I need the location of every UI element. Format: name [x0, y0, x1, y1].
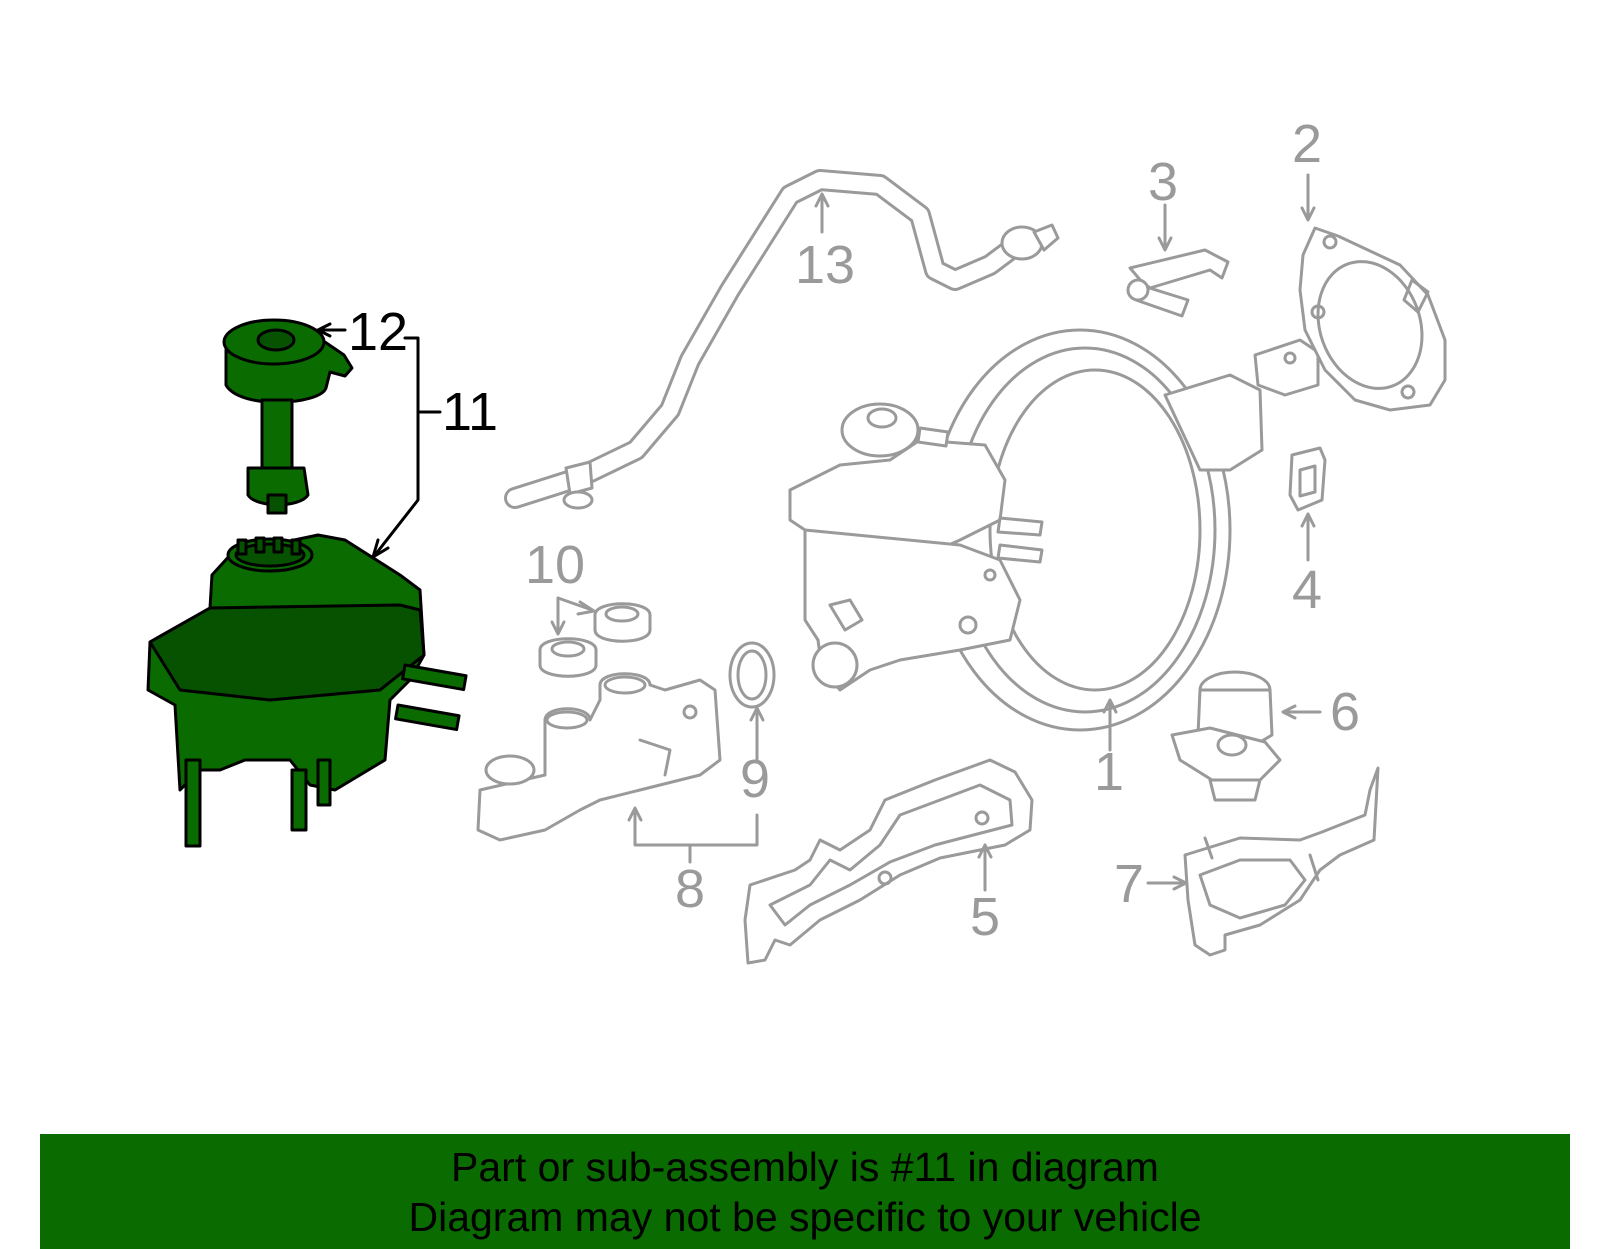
- o-ring-part-9[interactable]: [728, 641, 776, 709]
- brake-booster-part-1[interactable]: [928, 328, 1320, 732]
- callout-11: 11: [442, 382, 498, 442]
- vacuum-pump-part-6[interactable]: [1170, 670, 1282, 802]
- caption-banner: Part or sub-assembly is #11 in diagram D…: [40, 1134, 1570, 1249]
- callout-10: 10: [525, 535, 585, 595]
- callout-4: 4: [1292, 560, 1322, 620]
- callout-13: 13: [795, 235, 855, 295]
- brake-fluid-reservoir-part-11[interactable]: [146, 533, 468, 848]
- reservoir-cap-part-12[interactable]: [222, 318, 354, 515]
- caption-line-disclaimer: Diagram may not be specific to your vehi…: [408, 1193, 1202, 1240]
- gasket-part-2[interactable]: [1298, 226, 1447, 412]
- callout-12: 12: [348, 302, 408, 362]
- callout-9: 9: [740, 749, 770, 809]
- callout-8: 8: [675, 859, 705, 919]
- callout-6: 6: [1330, 682, 1360, 742]
- clip-part-3[interactable]: [1126, 248, 1230, 318]
- caption-line-part-number: Part or sub-assembly is #11 in diagram: [451, 1143, 1159, 1190]
- parts-diagram: 13 3 2 4 6 1 7 5 9 8 10 12 11: [146, 114, 1447, 965]
- vacuum-hose-part-13[interactable]: [504, 169, 1060, 510]
- callout-7: 7: [1114, 854, 1144, 914]
- callout-3: 3: [1148, 152, 1178, 212]
- bracket-part-7[interactable]: [1183, 766, 1380, 957]
- master-cylinder-assembly-on-booster: [788, 402, 1044, 692]
- master-cylinder-part-8[interactable]: [476, 672, 722, 842]
- callout-labels: 13 3 2 4 6 1 7 5 9 8 10 12 11: [348, 114, 1360, 947]
- callout-1: 1: [1094, 742, 1124, 802]
- heat-shield-part-5[interactable]: [743, 758, 1034, 965]
- clip-part-4[interactable]: [1288, 446, 1327, 512]
- callout-5: 5: [970, 887, 1000, 947]
- callout-2: 2: [1292, 114, 1322, 174]
- leader-lines: [316, 173, 1322, 892]
- grommets-part-10[interactable]: [538, 602, 652, 678]
